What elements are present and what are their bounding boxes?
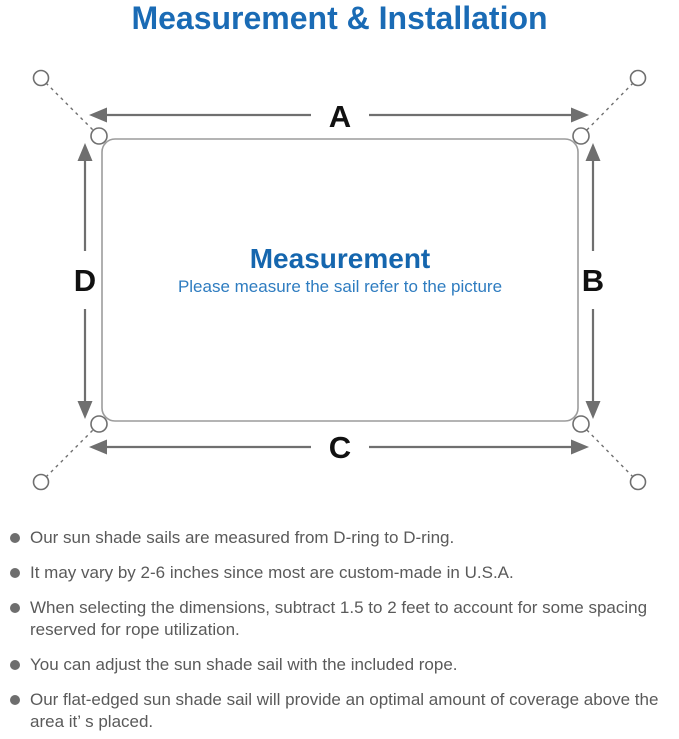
- dimension-arrow-left: [77, 143, 93, 419]
- dimension-label-a: A: [329, 99, 351, 134]
- dimension-arrow-top: [89, 107, 589, 123]
- bullet-icon: [10, 695, 20, 705]
- d-ring-icon-bottom-left: [90, 415, 108, 433]
- dashed-tether-top-left: [40, 77, 101, 138]
- bullet-icon: [10, 660, 20, 670]
- dashed-tether-top-right: [579, 77, 639, 138]
- dimension-arrow-bottom: [89, 439, 589, 455]
- list-item: It may vary by 2-6 inches since most are…: [10, 562, 668, 584]
- dashed-tether-bottom-left: [40, 422, 101, 483]
- dimension-label-d: D: [74, 263, 96, 298]
- anchor-ring-icon-bottom-left: [32, 473, 50, 491]
- bullet-text: You can adjust the sun shade sail with t…: [30, 655, 458, 674]
- bullet-icon: [10, 568, 20, 578]
- dimension-label-c: C: [329, 430, 351, 465]
- bullet-text: It may vary by 2-6 inches since most are…: [30, 563, 514, 582]
- d-ring-icon-top-left: [90, 127, 108, 145]
- bullet-text: When selecting the dimensions, subtract …: [30, 598, 648, 639]
- dimension-arrow-right: [585, 143, 601, 419]
- anchor-ring-icon-bottom-right: [629, 473, 647, 491]
- bullet-icon: [10, 603, 20, 613]
- anchor-ring-icon-top-right: [629, 69, 647, 87]
- dashed-tether-bottom-right: [579, 422, 639, 483]
- list-item: You can adjust the sun shade sail with t…: [10, 654, 668, 676]
- center-heading: Measurement: [250, 243, 431, 274]
- bullet-icon: [10, 533, 20, 543]
- list-item: Our sun shade sails are measured from D-…: [10, 527, 668, 549]
- anchor-ring-icon-top-left: [32, 69, 50, 87]
- bullet-text: Our flat-edged sun shade sail will provi…: [30, 690, 659, 731]
- page-title: Measurement & Installation: [131, 0, 548, 36]
- sail-measurement-diagram: A C D B Measurement Please measure the s…: [32, 69, 647, 491]
- d-ring-icon-bottom-right: [572, 415, 590, 433]
- list-item: When selecting the dimensions, subtract …: [10, 597, 668, 641]
- dimension-label-b: B: [582, 263, 604, 298]
- sail-outline: [101, 138, 579, 422]
- list-item: Our flat-edged sun shade sail will provi…: [10, 689, 668, 733]
- instruction-list: Our sun shade sails are measured from D-…: [10, 527, 668, 739]
- center-subtitle: Please measure the sail refer to the pic…: [178, 277, 502, 296]
- d-ring-icon-top-right: [572, 127, 590, 145]
- bullet-text: Our sun shade sails are measured from D-…: [30, 528, 455, 547]
